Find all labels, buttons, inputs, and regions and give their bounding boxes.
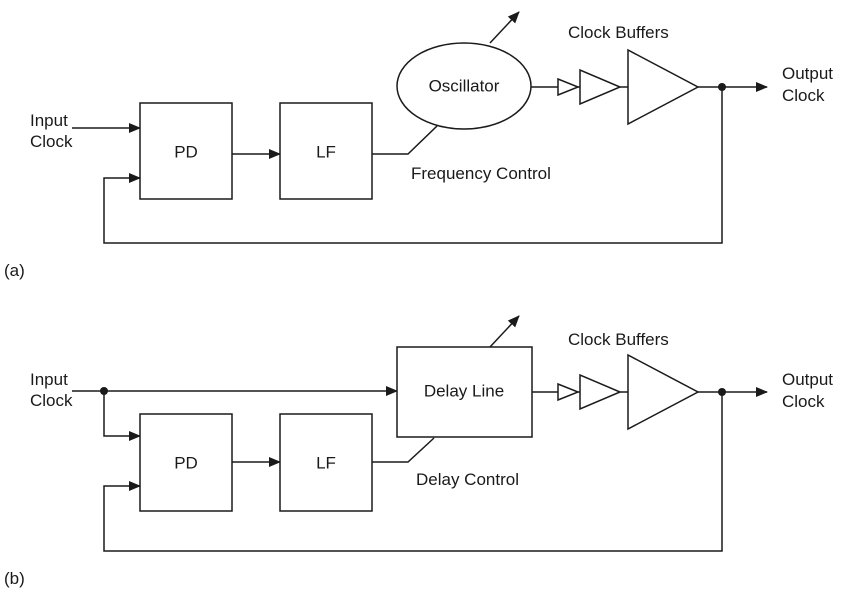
diagram-a: Input Clock PD LF Frequency Control Osci… <box>4 11 833 280</box>
phase-detector-label: PD <box>174 453 198 472</box>
clock-buffer-large <box>627 353 700 431</box>
input-clock-label-line1: Input <box>30 370 68 389</box>
delay-line-tuning-arrow <box>489 315 520 348</box>
frequency-control-wire <box>372 125 438 155</box>
output-clock-label-line1: Output <box>782 64 833 83</box>
caption-a: (a) <box>4 261 25 280</box>
feedback-loop-wire <box>103 392 723 552</box>
phase-detector-block <box>139 413 233 512</box>
clock-buffers-label: Clock Buffers <box>568 23 669 42</box>
delay-line-block <box>396 346 533 438</box>
loop-filter-block <box>279 102 373 200</box>
output-clock-label-line1: Output <box>782 370 833 389</box>
delay-line-label: Delay Line <box>424 381 504 400</box>
diagram-b: Input Clock PD LF Delay Control Delay Li… <box>4 315 833 588</box>
loop-filter-label: LF <box>316 453 336 472</box>
loop-filter-label: LF <box>316 142 336 161</box>
loop-filter-block <box>279 413 373 512</box>
phase-detector-label: PD <box>174 142 198 161</box>
feedback-loop-wire <box>103 87 723 244</box>
oscillator-block <box>396 42 532 130</box>
clock-buffer-medium <box>579 373 622 411</box>
clock-buffer-large <box>627 48 700 126</box>
input-clock-label-line1: Input <box>30 111 68 130</box>
clock-buffer-small <box>557 382 581 402</box>
output-clock-label-line2: Clock <box>782 86 825 105</box>
delay-control-label: Delay Control <box>416 470 519 489</box>
clock-buffers-label: Clock Buffers <box>568 330 669 349</box>
clock-buffer-medium <box>579 68 622 106</box>
oscillator-label: Oscillator <box>429 76 500 95</box>
input-clock-label-line2: Clock <box>30 391 73 410</box>
oscillator-tuning-arrow <box>489 11 520 44</box>
input-to-pd-arrow <box>103 391 141 441</box>
output-clock-label-line2: Clock <box>782 392 825 411</box>
clock-buffer-small <box>557 77 581 97</box>
input-clock-label-line2: Clock <box>30 132 73 151</box>
frequency-control-label: Frequency Control <box>411 164 551 183</box>
phase-detector-block <box>139 102 233 200</box>
delay-control-wire <box>372 437 435 463</box>
caption-b: (b) <box>4 569 25 588</box>
